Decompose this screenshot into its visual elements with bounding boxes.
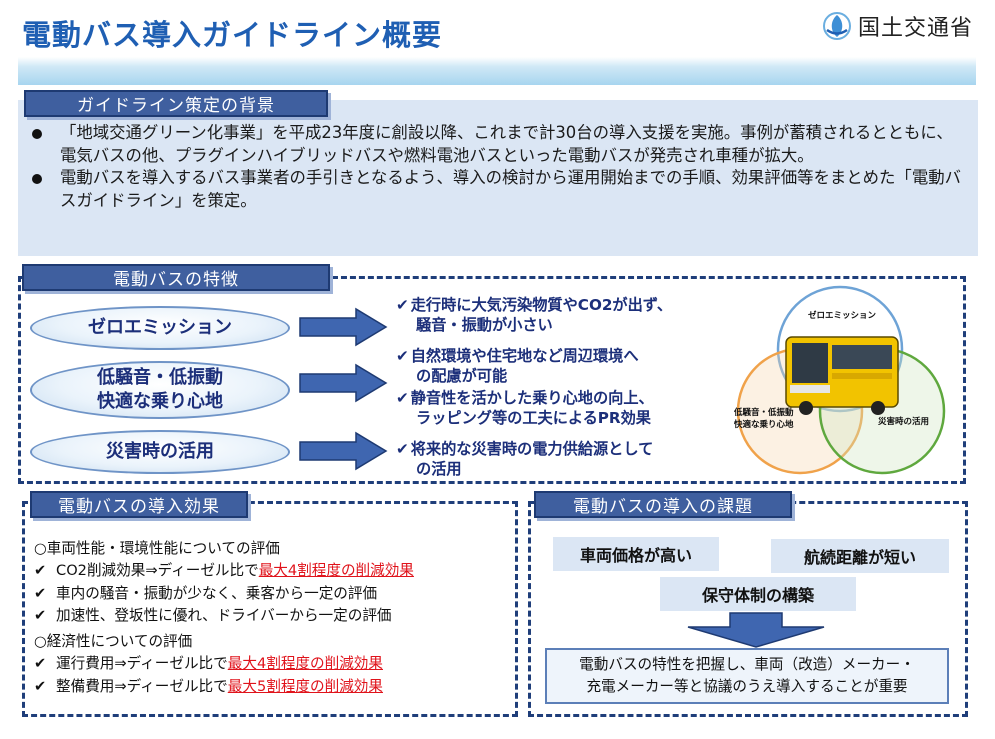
issue-item: 航続距離が短い bbox=[771, 539, 949, 573]
background-list: 「地域交通グリーン化事業」を平成23年度に創設以降、これまで計30台の導入支援を… bbox=[30, 122, 965, 212]
issues-conclusion: 電動バスの特性を把握し、車両（改造）メーカー・ 充電メーカー等と協議のうえ導入す… bbox=[545, 648, 949, 704]
feature-point-line: の配慮が可能 bbox=[416, 366, 508, 385]
feature-disaster-use: 災害時の活用 bbox=[30, 430, 290, 474]
issues-conclusion-line: 充電メーカー等と協議のうえ導入することが重要 bbox=[586, 678, 908, 695]
mlit-logo-icon bbox=[822, 12, 851, 40]
venn-label-right: 災害時の活用 bbox=[877, 416, 929, 427]
features-panel bbox=[18, 276, 966, 484]
features-heading: 電動バスの特徴 bbox=[22, 264, 330, 291]
effects-panel bbox=[22, 501, 518, 717]
effects-row: ✔加速性、登坂性に優れ、ドライバーから一定の評価 bbox=[34, 605, 414, 627]
effects-heading: 電動バスの導入効果 bbox=[30, 491, 248, 518]
arrow-down-icon bbox=[687, 612, 825, 648]
arrow-right-icon bbox=[299, 363, 388, 403]
feature-zero-emission: ゼロエミッション bbox=[30, 306, 290, 350]
feature-point-line: 静音性を活かした乗り心地の向上、 bbox=[410, 389, 654, 407]
check-icon: ✔ bbox=[34, 677, 47, 695]
effects-row: ✔運行費用⇒ディーゼル比で最大4割程度の削減効果 bbox=[34, 653, 414, 675]
issue-item: 保守体制の構築 bbox=[660, 577, 856, 611]
feature-point-line: の活用 bbox=[416, 459, 462, 478]
feature-point: ✔静音性を活かした乗り心地の向上、 ラッピング等の工夫によるPR効果 bbox=[396, 389, 654, 428]
background-bullet: 「地域交通グリーン化事業」を平成23年度に創設以降、これまで計30台の導入支援を… bbox=[30, 122, 965, 167]
feature-point-line: 騒音・振動が小さい bbox=[416, 315, 553, 334]
feature-point-line: 将来的な災害時の電力供給源として bbox=[410, 440, 654, 458]
check-icon: ✔ bbox=[34, 606, 47, 624]
arrow-right-icon bbox=[299, 431, 388, 471]
effects-row: ✔車内の騒音・振動が少なく、乗客から一定の評価 bbox=[34, 583, 414, 605]
effects-row: ✔整備費用⇒ディーゼル比で最大5割程度の削減効果 bbox=[34, 676, 414, 698]
ministry-logo: 国土交通省 bbox=[822, 10, 973, 42]
venn-circle-zero-emission bbox=[776, 285, 904, 413]
feature-low-noise: 低騒音・低振動 快適な乗り心地 bbox=[30, 361, 290, 419]
feature-point: ✔走行時に大気汚染物質やCO2が出ず、 騒音・振動が小さい bbox=[396, 296, 672, 335]
background-heading: ガイドライン策定の背景 bbox=[24, 90, 328, 117]
ministry-name: 国土交通省 bbox=[857, 16, 973, 41]
page-title: 電動バス導入ガイドライン概要 bbox=[22, 18, 443, 52]
effects-highlight: 最大5割程度の削減効果 bbox=[227, 677, 383, 695]
feature-point-line: ラッピング等の工夫によるPR効果 bbox=[416, 408, 651, 427]
issues-heading: 電動バスの導入の課題 bbox=[534, 491, 792, 518]
effects-highlight: 最大4割程度の削減効果 bbox=[258, 562, 414, 580]
check-icon: ✔ bbox=[34, 562, 47, 580]
background-bullet: 電動バスを導入するバス事業者の手引きとなるよう、導入の検討から運用開始までの手順… bbox=[30, 167, 965, 212]
check-icon: ✔ bbox=[396, 296, 409, 314]
issues-conclusion-line: 電動バスの特性を把握し、車両（改造）メーカー・ bbox=[579, 656, 915, 673]
feature-point: ✔将来的な災害時の電力供給源として の活用 bbox=[396, 440, 653, 479]
feature-low-noise-line1: 低騒音・低振動 bbox=[97, 367, 223, 388]
effects-row: ✔CO2削減効果⇒ディーゼル比で最大4割程度の削減効果 bbox=[34, 560, 414, 582]
venn-label-top: ゼロエミッション bbox=[808, 310, 877, 321]
check-icon: ✔ bbox=[34, 584, 47, 602]
effects-section-title: ○車両性能・環境性能についての評価 bbox=[34, 540, 280, 557]
issue-item: 車両価格が高い bbox=[553, 537, 719, 571]
feature-point-line: 自然環境や住宅地など周辺環境へ bbox=[410, 347, 639, 365]
venn-label-left-1: 低騒音・低振動 bbox=[733, 407, 794, 418]
arrow-right-icon bbox=[299, 307, 388, 347]
feature-venn-diagram: ゼロエミッション 低騒音・低振動 快適な乗り心地 災害時の活用 bbox=[733, 285, 946, 475]
effects-section-title: ○経済性についての評価 bbox=[34, 633, 193, 651]
feature-point-line: 走行時に大気汚染物質やCO2が出ず、 bbox=[410, 296, 673, 314]
effects-body: ○車両性能・環境性能についての評価 ✔CO2削減効果⇒ディーゼル比で最大4割程度… bbox=[34, 538, 414, 698]
feature-point: ✔自然環境や住宅地など周辺環境へ の配慮が可能 bbox=[396, 347, 639, 386]
background-panel bbox=[18, 100, 978, 256]
check-icon: ✔ bbox=[396, 440, 409, 458]
bus-illustration bbox=[785, 336, 899, 415]
check-icon: ✔ bbox=[396, 347, 409, 365]
venn-label-left-2: 快適な乗り心地 bbox=[734, 419, 794, 430]
feature-low-noise-line2: 快適な乗り心地 bbox=[97, 391, 223, 412]
check-icon: ✔ bbox=[396, 389, 409, 407]
effects-highlight: 最大4割程度の削減効果 bbox=[227, 655, 383, 673]
check-icon: ✔ bbox=[34, 655, 47, 673]
title-divider bbox=[18, 57, 976, 85]
